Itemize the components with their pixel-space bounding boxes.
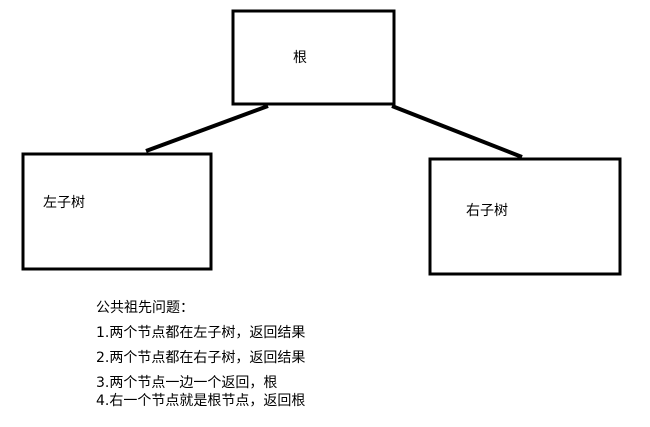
notes-item-2: 2.两个节点都在右子树，返回结果 bbox=[96, 350, 306, 366]
right-subtree-label: 右子树 bbox=[466, 203, 508, 219]
edge-root-right bbox=[391, 104, 523, 159]
edge-root-left bbox=[145, 104, 269, 153]
right-subtree-node: 右子树 bbox=[428, 157, 622, 276]
notes-title: 公共祖先问题： bbox=[96, 300, 194, 316]
notes-item-3: 3.两个节点一边一个返回，根 bbox=[96, 375, 278, 391]
left-subtree-label: 左子树 bbox=[43, 195, 85, 211]
root-node-box bbox=[231, 9, 396, 106]
root-node-label: 根 bbox=[293, 50, 307, 66]
notes-item-1: 1.两个节点都在左子树，返回结果 bbox=[96, 325, 306, 341]
root-node: 根 bbox=[231, 9, 396, 106]
left-subtree-node: 左子树 bbox=[21, 152, 213, 271]
lca-notes: 公共祖先问题： 1.两个节点都在左子树，返回结果 2.两个节点都在右子树，返回结… bbox=[96, 299, 496, 410]
left-subtree-box bbox=[21, 152, 213, 271]
notes-item-4: 4.右一个节点就是根节点，返回根 bbox=[96, 393, 306, 409]
right-subtree-box bbox=[428, 157, 622, 276]
